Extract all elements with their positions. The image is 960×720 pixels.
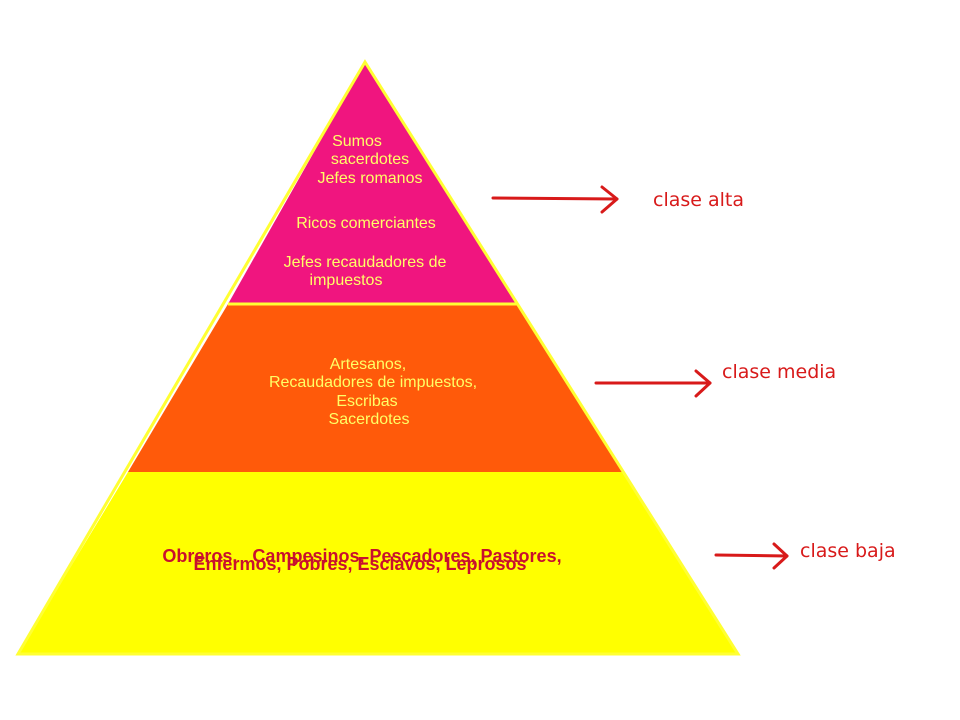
tier-top-text: Sumos sacerdotes Jefes romanos (300, 133, 440, 188)
label-clase-alta: clase alta (653, 189, 745, 211)
arrow-middle (594, 369, 712, 398)
tier-bottom (18, 472, 738, 654)
tier-top-line: Ricos comerciantes (296, 215, 436, 232)
tier-top-text-3: Jefes recaudadores de impuestos (255, 254, 475, 291)
label-clase-baja: clase baja (800, 540, 896, 562)
tier-middle-text: Artesanos, Recaudadores de impuestos, Es… (238, 356, 508, 430)
tier-middle (128, 304, 623, 472)
tier-top-text-2: Ricos comerciantes (266, 215, 466, 233)
tier-bottom-line: Obreros, Campesinos, Pescadores, Pastore… (162, 546, 562, 567)
tier-top-line: Sumos (332, 133, 382, 150)
tier-bottom-text-2: Enfermos, Pobres, Esclavos, Leprosos (150, 554, 570, 575)
tier-top-line: Jefes recaudadores de (283, 254, 447, 271)
tier-bottom-line: Enfermos, Pobres, Esclavos, Leprosos (193, 554, 527, 574)
arrow-bottom (714, 542, 789, 570)
tier-top-line: impuestos (309, 272, 383, 290)
label-clase-media: clase media (722, 361, 837, 383)
pyramid-outline (15, 59, 741, 656)
tier-top-line: Jefes romanos (317, 169, 423, 187)
tier-middle-line: Sacerdotes (328, 411, 410, 429)
tier-bottom-text-1: Obreros, Campesinos, Pescadores, Pastore… (122, 505, 602, 608)
tier-top-line: sacerdotes (330, 151, 410, 169)
arrow-top (491, 185, 619, 214)
tier-middle-line: Artesanos, (329, 356, 407, 373)
tier-middle-line: Escribas (336, 392, 398, 410)
tier-middle-line: Recaudadores de impuestos, (268, 374, 478, 392)
tier-top (228, 62, 518, 304)
